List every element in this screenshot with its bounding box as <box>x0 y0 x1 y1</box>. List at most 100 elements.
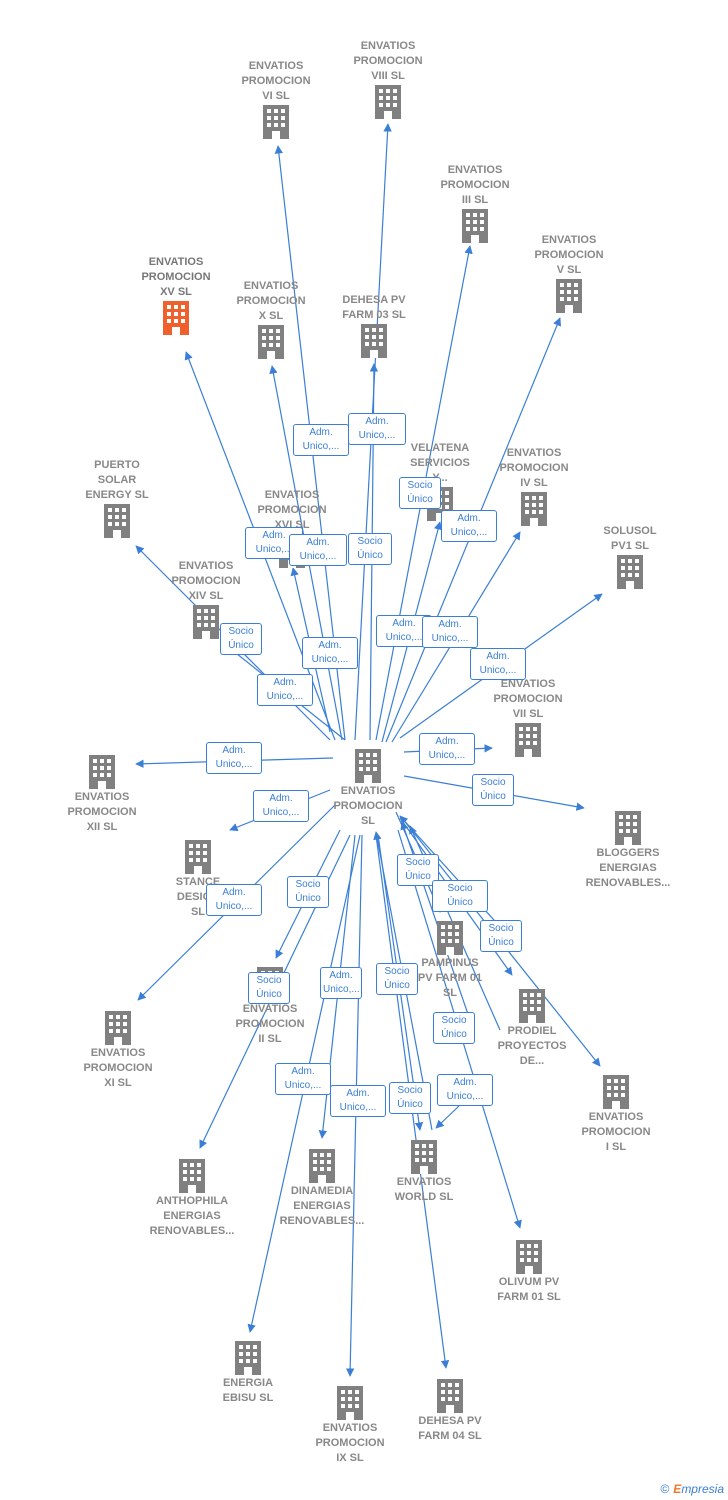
relation-label[interactable]: Socio Único <box>287 876 329 908</box>
company-name: BLOGGERS ENERGIAS RENOVABLES... <box>585 847 671 889</box>
building-icon <box>89 755 115 789</box>
company-node-dehesa04[interactable]: DEHESA PV FARM 04 SL <box>390 1378 510 1444</box>
building-icon <box>104 504 130 538</box>
relation-label[interactable]: Adm. Unico,... <box>419 733 475 765</box>
relation-label[interactable]: Socio Único <box>348 533 392 565</box>
company-node-prodiel[interactable]: PRODIEL PROYECTOS DE... <box>472 988 592 1069</box>
company-name: ENVATIOS PROMOCION II SL <box>235 1003 305 1045</box>
building-icon <box>556 279 582 313</box>
brand-logo-first: E <box>673 1482 682 1496</box>
empresia-footer[interactable]: ©Empresia <box>660 1482 724 1496</box>
company-name: ENVATIOS PROMOCION III SL <box>440 164 510 206</box>
company-node-x[interactable]: ENVATIOS PROMOCION X SL <box>211 279 331 360</box>
building-icon <box>235 1341 261 1375</box>
company-node-viii[interactable]: ENVATIOS PROMOCION VIII SL <box>328 39 448 120</box>
building-icon <box>515 723 541 757</box>
company-name: ENVATIOS PROMOCION VI SL <box>241 60 311 102</box>
building-icon <box>617 555 643 589</box>
building-icon <box>519 989 545 1023</box>
company-name: ENERGIA EBISU SL <box>222 1377 274 1404</box>
company-node-v[interactable]: ENVATIOS PROMOCION V SL <box>509 233 629 314</box>
company-node-solusol[interactable]: SOLUSOL PV1 SL <box>570 524 690 590</box>
company-node-iv[interactable]: ENVATIOS PROMOCION IV SL <box>474 446 594 527</box>
company-node-vi[interactable]: ENVATIOS PROMOCION VI SL <box>216 59 336 140</box>
company-name: ENVATIOS PROMOCION I SL <box>581 1111 651 1153</box>
company-node-vii[interactable]: ENVATIOS PROMOCION VII SL <box>468 677 588 758</box>
building-icon <box>263 105 289 139</box>
building-icon <box>105 1011 131 1045</box>
building-icon <box>355 749 381 783</box>
company-node-xi[interactable]: ENVATIOS PROMOCION XI SL <box>58 1010 178 1091</box>
relation-label[interactable]: Adm. Unico,... <box>320 967 362 999</box>
company-node-ebisu[interactable]: ENERGIA EBISU SL <box>188 1340 308 1406</box>
building-icon <box>163 301 189 335</box>
relation-label[interactable]: Adm. Unico,... <box>206 742 262 774</box>
company-node-iii[interactable]: ENVATIOS PROMOCION III SL <box>415 163 535 244</box>
company-name: ENVATIOS PROMOCION IX SL <box>315 1422 385 1464</box>
relation-label[interactable]: Socio Único <box>248 972 290 1004</box>
building-icon <box>437 1379 463 1413</box>
building-icon <box>193 605 219 639</box>
company-name: ENVATIOS PROMOCION XV SL <box>141 256 211 298</box>
company-name: ENVATIOS PROMOCION VIII SL <box>353 40 423 82</box>
relation-label[interactable]: Socio Único <box>432 880 488 912</box>
company-node-pampinus[interactable]: PAMPINUS PV FARM 01 SL <box>390 920 510 1001</box>
company-name: ENVATIOS PROMOCION V SL <box>534 234 604 276</box>
company-node-dinamedia[interactable]: DINAMEDIA ENERGIAS RENOVABLES... <box>262 1148 382 1229</box>
company-node-center[interactable]: ENVATIOS PROMOCION SL <box>308 748 428 829</box>
relation-label[interactable]: Socio Único <box>376 963 418 995</box>
relation-label[interactable]: Adm. Unico,... <box>257 674 313 706</box>
building-icon <box>437 921 463 955</box>
relation-label[interactable]: Adm. Unico,... <box>437 1074 493 1106</box>
company-node-i[interactable]: ENVATIOS PROMOCION I SL <box>556 1074 676 1155</box>
relation-label[interactable]: Adm. Unico,... <box>293 424 349 456</box>
company-name: PAMPINUS PV FARM 01 SL <box>417 957 483 999</box>
relation-label[interactable]: Adm. Unico,... <box>275 1063 331 1095</box>
relation-label[interactable]: Socio Único <box>472 774 514 806</box>
company-node-ix[interactable]: ENVATIOS PROMOCION IX SL <box>290 1385 410 1466</box>
relation-label[interactable]: Socio Único <box>220 623 262 655</box>
company-name: DINAMEDIA ENERGIAS RENOVABLES... <box>279 1185 365 1227</box>
relation-label[interactable]: Adm. Unico,... <box>289 534 347 566</box>
company-node-xiv[interactable]: ENVATIOS PROMOCION XIV SL <box>146 559 266 640</box>
company-node-puerto[interactable]: PUERTO SOLAR ENERGY SL <box>57 458 177 539</box>
relation-label[interactable]: Adm. Unico,... <box>470 648 526 680</box>
company-node-xv[interactable]: ENVATIOS PROMOCION XV SL <box>116 255 236 336</box>
company-name: ENVATIOS PROMOCION XII SL <box>67 791 137 833</box>
relation-label[interactable]: Socio Único <box>389 1082 431 1114</box>
relation-label[interactable]: Adm. Unico,... <box>441 510 497 542</box>
building-icon <box>603 1075 629 1109</box>
building-icon <box>185 840 211 874</box>
company-name: ANTHOPHILA ENERGIAS RENOVABLES... <box>149 1195 235 1237</box>
company-name: ENVATIOS PROMOCION X SL <box>236 280 306 322</box>
company-node-olivum[interactable]: OLIVUM PV FARM 01 SL <box>469 1239 589 1305</box>
relation-label[interactable]: Socio Único <box>480 920 522 952</box>
company-name: SOLUSOL PV1 SL <box>603 525 657 552</box>
company-name: ENVATIOS PROMOCION IV SL <box>499 447 569 489</box>
relation-label[interactable]: Adm. Unico,... <box>330 1085 386 1117</box>
company-name: ENVATIOS PROMOCION VII SL <box>493 678 563 720</box>
company-name: PRODIEL PROYECTOS DE... <box>497 1025 567 1067</box>
relation-label[interactable]: Adm. Unico,... <box>206 884 262 916</box>
relation-label[interactable]: Adm. Unico,... <box>348 413 406 445</box>
relation-label[interactable]: Adm. Unico,... <box>302 637 358 669</box>
company-node-anthophila[interactable]: ANTHOPHILA ENERGIAS RENOVABLES... <box>132 1158 252 1239</box>
building-icon <box>615 811 641 845</box>
company-node-bloggers[interactable]: BLOGGERS ENERGIAS RENOVABLES... <box>568 810 688 891</box>
relation-label[interactable]: Adm. Unico,... <box>253 790 309 822</box>
relation-label[interactable]: Adm. Unico,... <box>422 616 478 648</box>
relation-label[interactable]: Socio Único <box>399 477 441 509</box>
building-icon <box>258 325 284 359</box>
brand-logo-rest: mpresia <box>681 1482 724 1496</box>
company-name: DEHESA PV FARM 03 SL <box>342 294 406 321</box>
company-node-dehesa03[interactable]: DEHESA PV FARM 03 SL <box>314 293 434 359</box>
building-icon <box>516 1240 542 1274</box>
building-icon <box>179 1159 205 1193</box>
building-icon <box>337 1386 363 1420</box>
building-icon <box>361 324 387 358</box>
company-node-xii[interactable]: ENVATIOS PROMOCION XII SL <box>42 754 162 835</box>
company-node-world[interactable]: ENVATIOS WORLD SL <box>364 1139 484 1205</box>
company-name: ENVATIOS PROMOCION XIV SL <box>171 560 241 602</box>
relation-label[interactable]: Socio Único <box>433 1012 475 1044</box>
building-icon <box>462 209 488 243</box>
